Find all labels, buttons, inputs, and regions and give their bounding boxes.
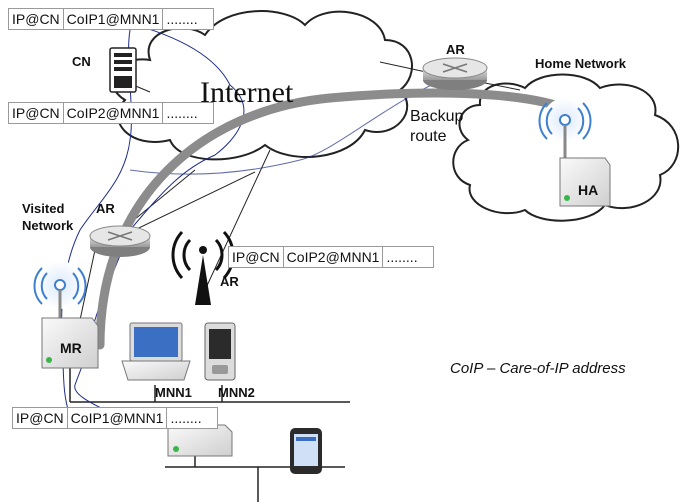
ar-visited-label: AR [96, 201, 115, 216]
mr-label: MR [60, 340, 82, 356]
mr-wifi-icon [33, 261, 87, 322]
visited-network-label-line1: Visited [22, 201, 65, 216]
bottom-phone-icon [290, 428, 322, 474]
ar-top-label: AR [446, 42, 465, 57]
header-cell-ip: IP@CN [13, 408, 68, 428]
mr-device-icon [41, 317, 99, 369]
header-cell-ip: IP@CN [9, 103, 64, 123]
packet-header-bottom: IP@CN CoIP1@MNN1 ........ [12, 407, 219, 429]
ha-label: HA [578, 182, 599, 198]
visited-network-label-line2: Network [22, 218, 74, 233]
ar-antenna-label: AR [220, 274, 239, 289]
header-cell-ip: IP@CN [229, 247, 284, 267]
ar-antenna-icon [171, 230, 235, 305]
mnn2-label: MNN2 [218, 385, 255, 400]
header-cell-payload: ........ [170, 410, 202, 426]
cn-label: CN [72, 54, 91, 69]
home-network-label: Home Network [535, 56, 627, 71]
internet-label: Internet [200, 76, 294, 109]
coip-legend: CoIP – Care-of-IP address [450, 360, 626, 377]
header-cell-payload: ........ [166, 11, 198, 27]
bottom-router-icon [167, 424, 233, 457]
header-cell-payload: ........ [386, 249, 418, 265]
packet-header-top: IP@CN CoIP1@MNN1 ........ [8, 8, 215, 30]
cn-server-icon [109, 47, 137, 93]
backup-route-label-line2: route [410, 128, 447, 145]
header-cell-payload: ........ [166, 105, 198, 121]
header-cell-ip: IP@CN [9, 9, 64, 29]
ha-device-icon [559, 157, 611, 207]
mnn1-laptop-icon [121, 322, 191, 381]
ha-wifi-icon [538, 98, 592, 165]
header-cell-coip: CoIP1@MNN1 [64, 9, 164, 29]
backup-route-label-line1: Backup [410, 108, 464, 125]
header-cell-coip: CoIP2@MNN1 [64, 103, 164, 123]
mnn2-pda-icon [204, 322, 236, 381]
packet-header-ar: IP@CN CoIP2@MNN1 ........ [228, 246, 435, 268]
ar-router-top-icon [422, 57, 488, 90]
ar-router-visited-icon [89, 225, 151, 257]
mnn1-label: MNN1 [155, 385, 192, 400]
header-cell-coip: CoIP2@MNN1 [284, 247, 384, 267]
header-cell-coip: CoIP1@MNN1 [68, 408, 168, 428]
packet-header-cn: IP@CN CoIP2@MNN1 ........ [8, 102, 215, 124]
